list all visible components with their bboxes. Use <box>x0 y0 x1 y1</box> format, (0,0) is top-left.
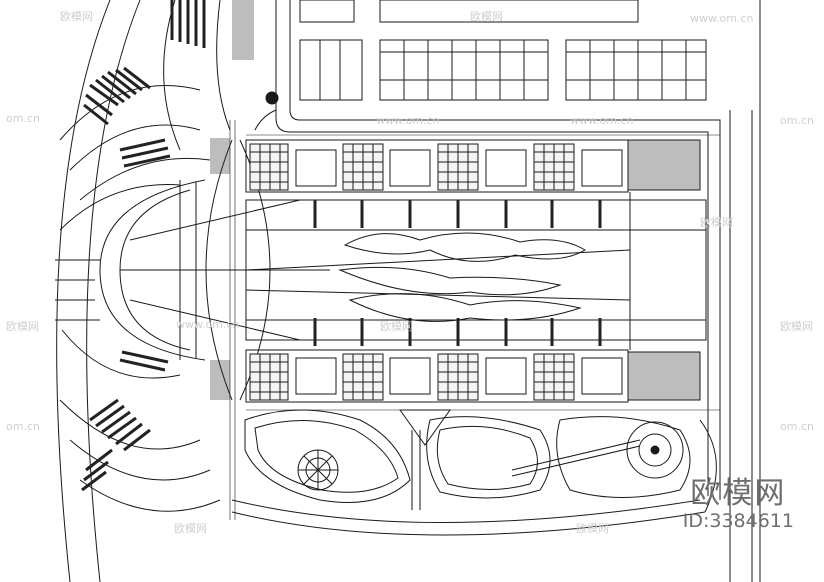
watermark-repeat: om.cn <box>6 112 40 125</box>
hatched-plaza <box>627 351 701 401</box>
watermark-repeat: 欧模网 <box>380 320 413 333</box>
circular-pavilion <box>297 421 684 491</box>
watermark-repeat: 欧模网 <box>780 320 813 333</box>
watermark-logo: 欧模网 <box>690 476 787 511</box>
watermark-repeat: om.cn <box>6 420 40 433</box>
watermark-repeat: 欧模网 <box>6 320 39 333</box>
watermark-repeat: www.om.cn <box>570 114 634 127</box>
watermark-repeat: 欧模网 <box>60 10 93 23</box>
watermark-repeat: 欧模网 <box>470 10 503 23</box>
watermark-id: ID:3384611 <box>682 510 794 532</box>
curved-amphitheater-seating <box>55 0 231 582</box>
watermark-repeat: www.om.cn <box>176 318 240 331</box>
watermark-repeat: 欧模网 <box>174 522 207 535</box>
watermark-repeat: 欧模网 <box>700 216 733 229</box>
watermark: 欧模网 ID:3384611 <box>682 476 794 533</box>
watermark-repeat: om.cn <box>780 420 814 433</box>
central-landscape-plaza <box>245 192 707 350</box>
hatched-planter <box>210 138 230 174</box>
dimension-lines <box>229 120 720 520</box>
perimeter-road <box>231 0 761 582</box>
terraced-buildings-bottom-row <box>245 349 629 403</box>
hatched-planter <box>210 360 230 400</box>
parking-lots <box>299 0 707 101</box>
terraced-buildings-top-row <box>245 139 629 193</box>
hatched-planter <box>232 0 254 60</box>
watermark-repeat: www.om.cn <box>690 12 754 25</box>
watermark-repeat: om.cn <box>780 114 814 127</box>
watermark-repeat: 欧模网 <box>576 522 609 535</box>
hatched-plaza <box>627 139 701 191</box>
watermark-repeat: www.om.cn <box>376 114 440 127</box>
tree-marker <box>265 91 279 105</box>
